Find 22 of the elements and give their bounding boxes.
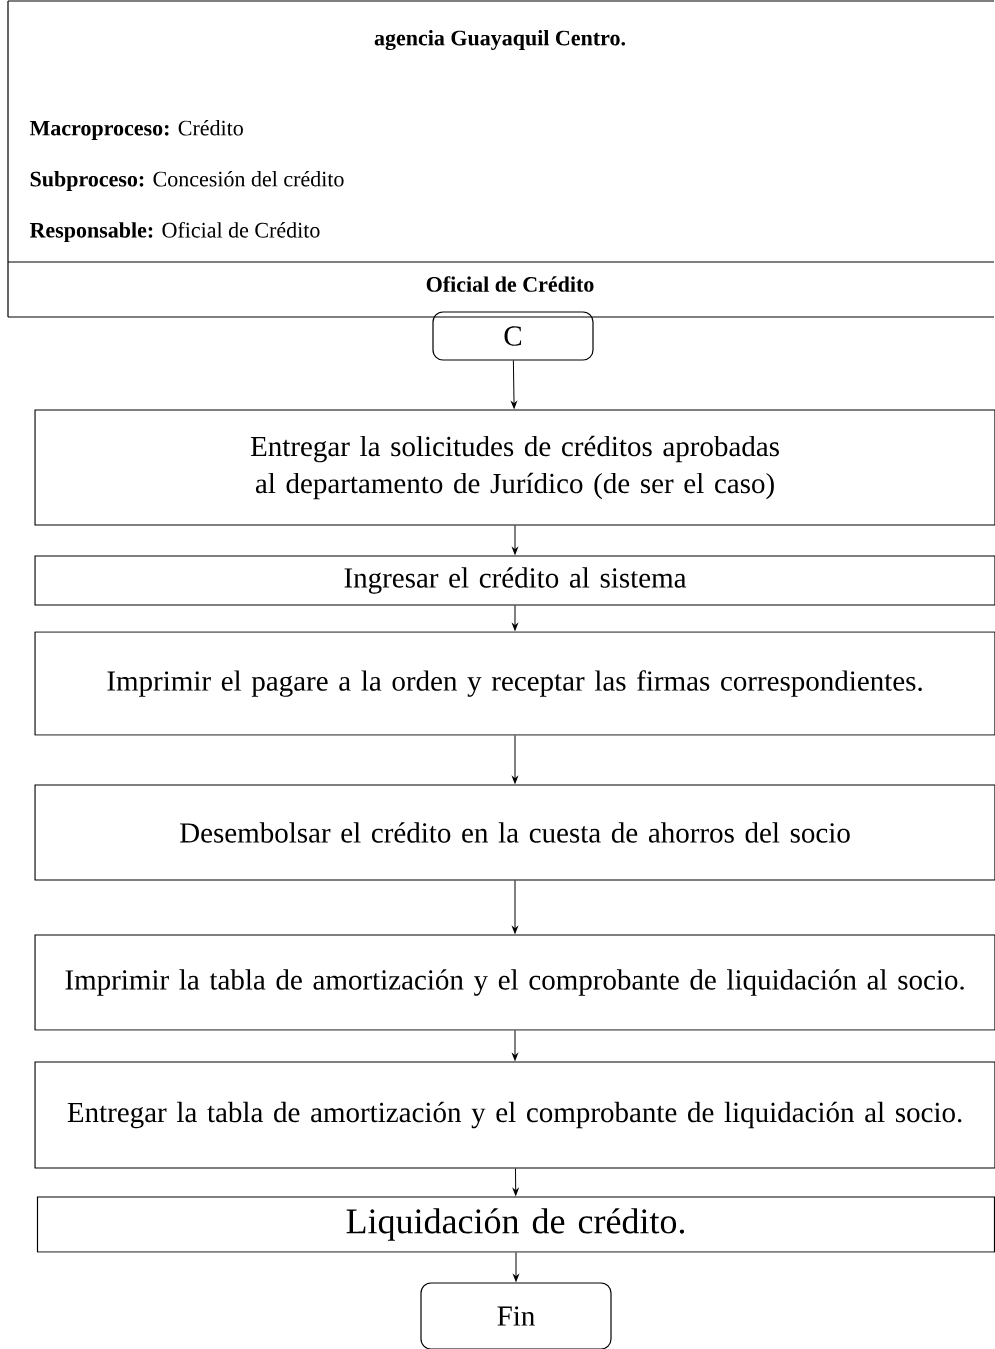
process-box: Liquidación de crédito. xyxy=(36,1196,995,1253)
process-box: Imprimir la tabla de amortización y el comprobante de liquidación al socio. xyxy=(34,934,995,1031)
header-title: agencia Guayaquil Centro. xyxy=(374,29,626,51)
terminal-box: Fin xyxy=(420,1282,612,1349)
process-box: Ingresar el crédito al sistema xyxy=(34,555,995,606)
arrow xyxy=(511,360,517,409)
field-label: Subproceso: Concesión del crédito xyxy=(30,171,344,191)
arrow xyxy=(512,1030,518,1061)
process-box: Desembolsar el crédito en la cuesta de ahorros del socio xyxy=(34,784,995,881)
arrow xyxy=(512,525,518,555)
field-label: Macroproceso: Crédito xyxy=(29,120,243,140)
arrow xyxy=(512,735,518,784)
arrow xyxy=(512,605,518,631)
process-box: Imprimir el pagare a la orden y receptar las firmas correspondientes. xyxy=(34,631,995,736)
arrow xyxy=(512,880,518,934)
process-box: Entregar la tabla de amortización y el comprobante de liquidación al socio. xyxy=(34,1061,995,1169)
terminal-box: C xyxy=(432,311,594,361)
arrow xyxy=(513,1252,519,1282)
arrow xyxy=(512,1168,519,1196)
field-label: Responsable: Oficial de Crédito xyxy=(29,221,320,243)
process-box: Entregar la solicitudes de créditos aprobadas al departamento de Jurídico (de ser el caso) xyxy=(34,409,995,526)
lane-header: Oficial de Crédito xyxy=(426,276,594,292)
